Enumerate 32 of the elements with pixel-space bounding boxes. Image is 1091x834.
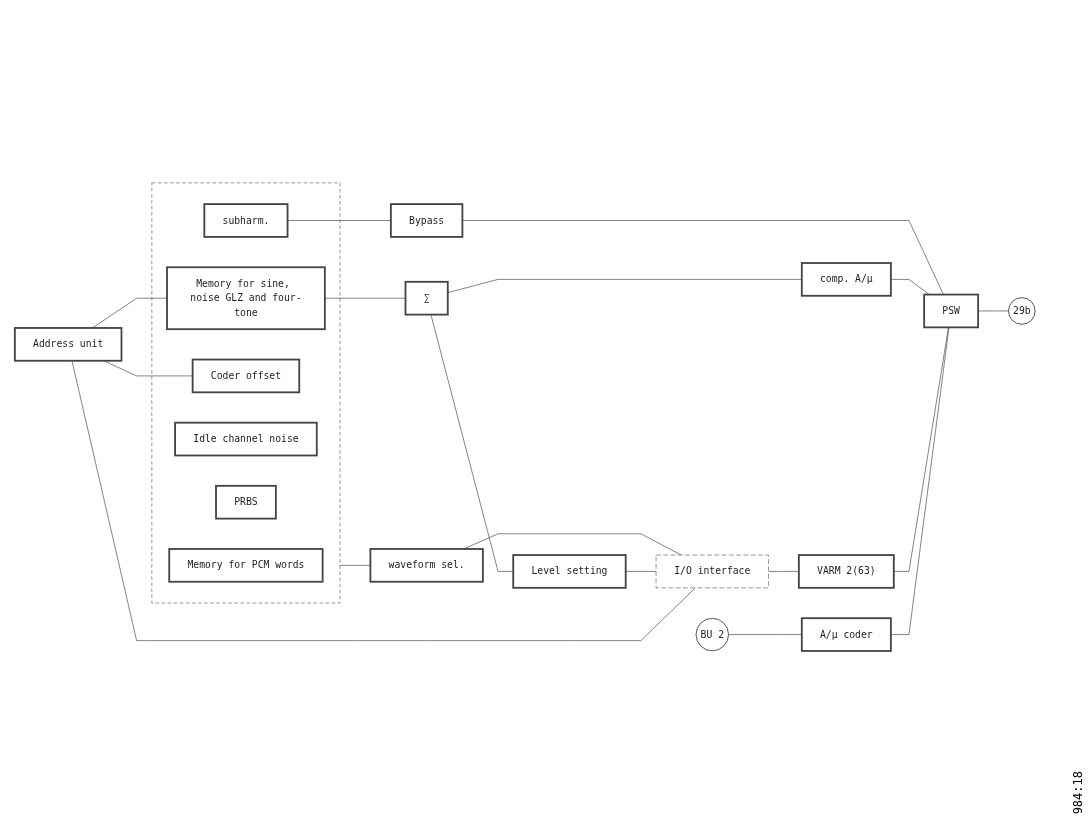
connector xyxy=(890,279,930,295)
connector xyxy=(463,533,682,556)
connector xyxy=(92,298,168,329)
connector xyxy=(893,327,949,572)
node-box: PRBS xyxy=(215,485,277,520)
connector xyxy=(890,327,950,635)
node-box: Memory for PCM words xyxy=(168,548,324,583)
node-circle: 29b xyxy=(1008,297,1036,325)
connector xyxy=(324,298,406,299)
connector xyxy=(625,571,657,572)
node-circle: BU 2 xyxy=(695,617,729,652)
node-box: Address unit xyxy=(13,327,123,362)
node-box: Level setting xyxy=(512,554,627,589)
connector xyxy=(103,360,193,377)
connector xyxy=(430,314,514,572)
node-box: A/μ coder xyxy=(800,617,892,652)
drawing-number: 984:18 xyxy=(1071,770,1085,814)
node-box: comp. A/μ xyxy=(800,262,892,297)
node-box: I/O interface xyxy=(655,554,769,589)
node-box: ∑ xyxy=(404,281,449,316)
node-box: PSW xyxy=(923,293,980,329)
cluster xyxy=(151,182,341,604)
connector xyxy=(462,220,944,295)
node-box: subharm. xyxy=(203,203,289,238)
node-box: Idle channel noise xyxy=(174,421,318,457)
node-box: waveform sel. xyxy=(369,548,484,583)
node-box: VARM 2(63) xyxy=(797,554,895,589)
node-box: Bypass xyxy=(389,203,464,238)
node-box: Coder offset xyxy=(191,358,301,394)
connector xyxy=(71,360,696,642)
connector xyxy=(339,565,371,566)
node-box: Memory for sine, noise GLZ and four-tone xyxy=(166,266,326,331)
